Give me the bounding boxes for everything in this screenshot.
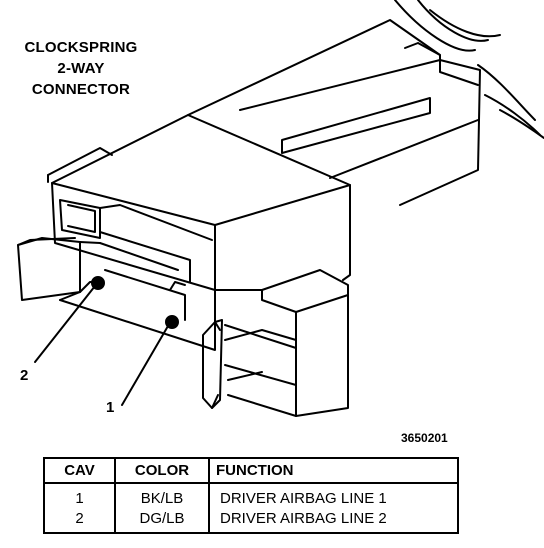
cell-function: DRIVER AIRBAG LINE 2 xyxy=(208,508,459,534)
cell-color: DG/LB xyxy=(114,508,210,534)
table-header-row: CAV COLOR FUNCTION xyxy=(43,457,459,484)
pinout-table: CAV COLOR FUNCTION 1 BK/LB DRIVER AIRBAG… xyxy=(43,457,459,534)
table-row: 1 BK/LB DRIVER AIRBAG LINE 1 xyxy=(43,483,459,508)
callout-label-2: 2 xyxy=(20,367,29,384)
header-function: FUNCTION xyxy=(208,457,459,484)
title-line-3: CONNECTOR xyxy=(31,81,131,98)
connector-rear-housing xyxy=(187,19,481,206)
callout-label-1: 1 xyxy=(106,399,115,416)
wire-bundle xyxy=(394,0,544,139)
cell-color: BK/LB xyxy=(114,483,210,508)
diagram-title: CLOCKSPRING 2-WAY CONNECTOR xyxy=(6,37,156,100)
table-row: 2 DG/LB DRIVER AIRBAG LINE 2 xyxy=(43,508,459,534)
connector-front-housing xyxy=(47,114,351,291)
header-cav: CAV xyxy=(43,457,116,484)
cell-cav: 1 xyxy=(43,483,116,508)
header-color: COLOR xyxy=(114,457,210,484)
cell-function: DRIVER AIRBAG LINE 1 xyxy=(208,483,459,508)
front-cavity xyxy=(59,269,216,351)
cell-cav: 2 xyxy=(43,508,116,534)
terminal-pins xyxy=(91,276,179,329)
callout-leaders xyxy=(34,285,169,406)
right-latch xyxy=(202,319,223,409)
figure-id: 3650201 xyxy=(401,431,448,445)
left-latch xyxy=(17,237,101,301)
title-line-2: 2-WAY xyxy=(57,60,105,77)
title-line-1: CLOCKSPRING xyxy=(24,39,138,56)
connector-side-tower xyxy=(224,269,349,417)
